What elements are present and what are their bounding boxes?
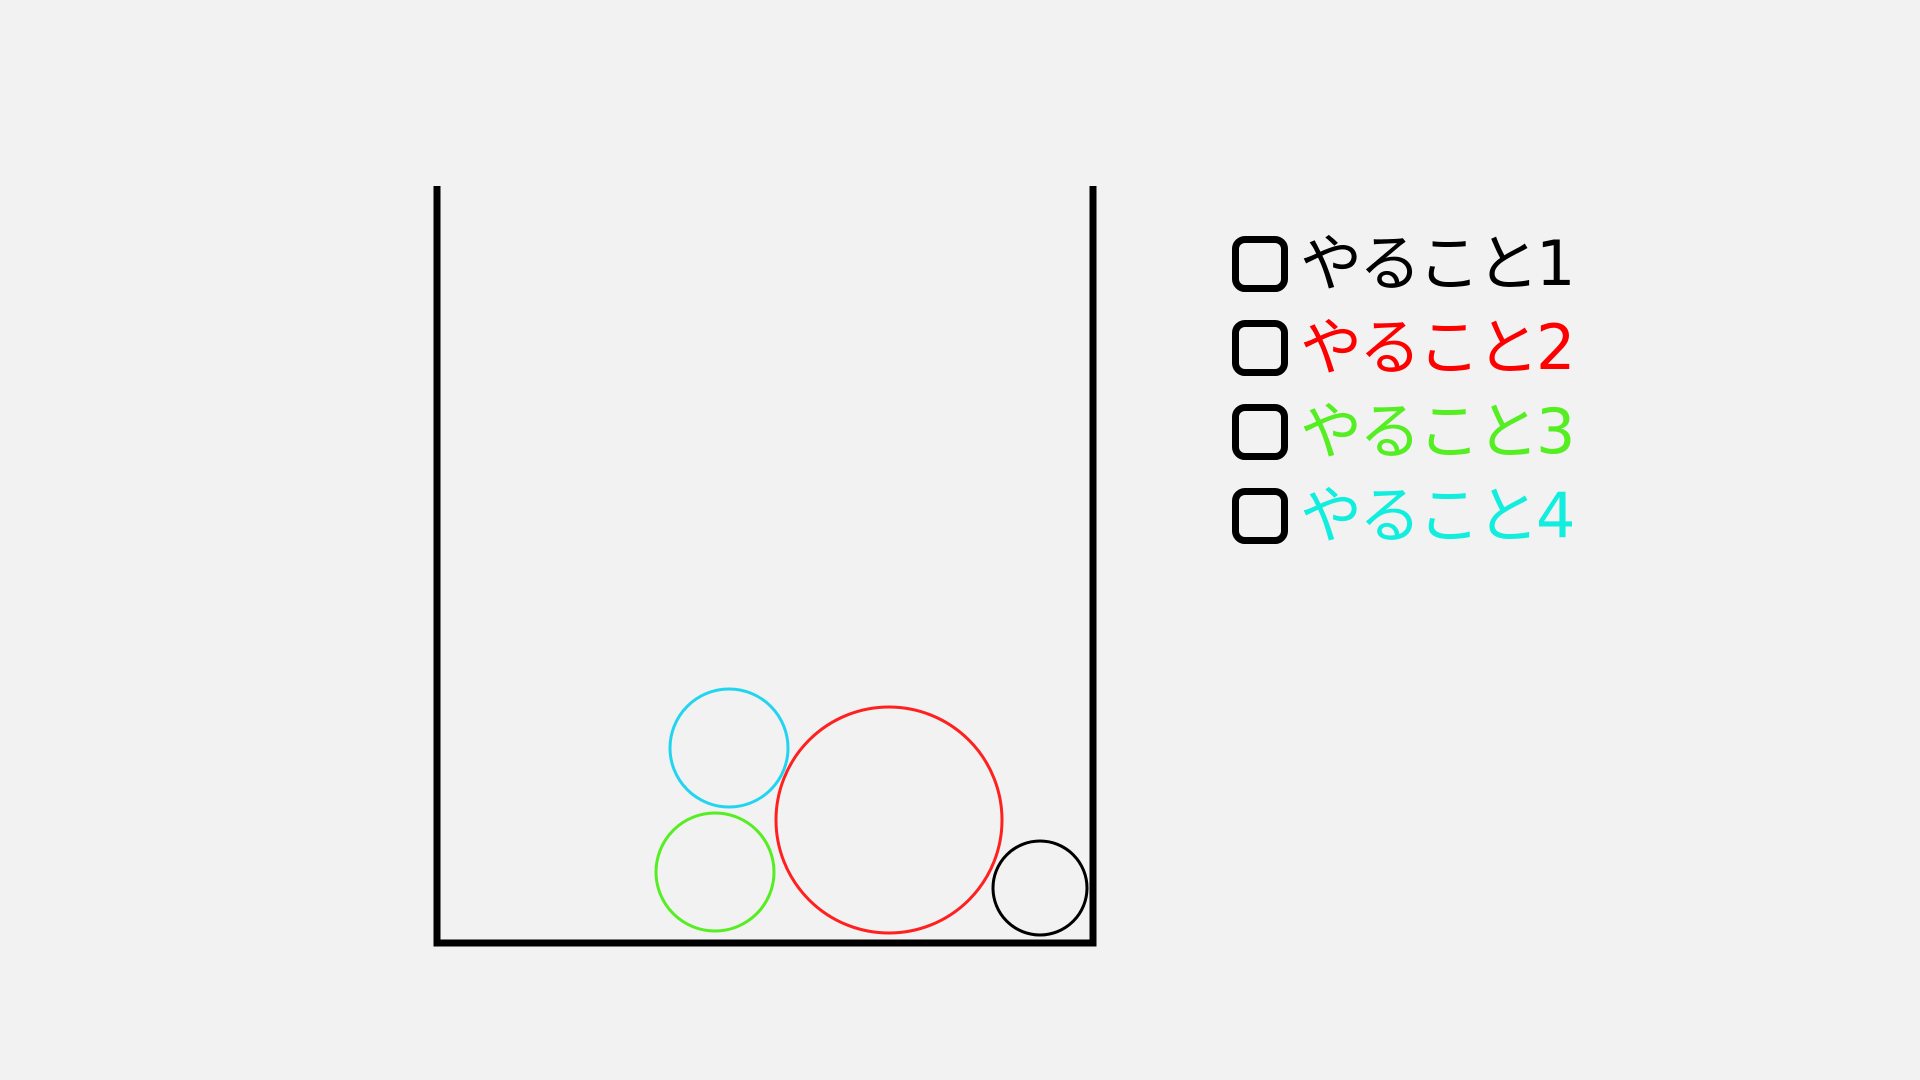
todo-item-3[interactable]: やること3 <box>1232 390 1575 474</box>
todo-item-1[interactable]: やること1 <box>1232 222 1575 306</box>
todo-item-4[interactable]: やること4 <box>1232 474 1575 558</box>
checkbox-icon[interactable] <box>1232 320 1288 376</box>
checkbox-icon[interactable] <box>1232 404 1288 460</box>
todo-label-2: やること2 <box>1300 311 1575 384</box>
todo-item-2[interactable]: やること2 <box>1232 306 1575 390</box>
ball-todo-1[interactable] <box>991 839 1089 937</box>
checkbox-icon[interactable] <box>1232 488 1288 544</box>
ball-todo-2[interactable] <box>774 705 1004 935</box>
todo-label-3: やること3 <box>1300 395 1575 468</box>
todo-label-4: やること4 <box>1300 479 1575 552</box>
checkbox-icon[interactable] <box>1232 236 1288 292</box>
jar-container <box>433 186 1097 947</box>
ball-todo-4[interactable] <box>668 687 790 809</box>
todo-label-1: やること1 <box>1300 227 1575 300</box>
ball-todo-3[interactable] <box>654 811 776 933</box>
todo-list: やること1 やること2 やること3 やること4 <box>1232 222 1575 558</box>
